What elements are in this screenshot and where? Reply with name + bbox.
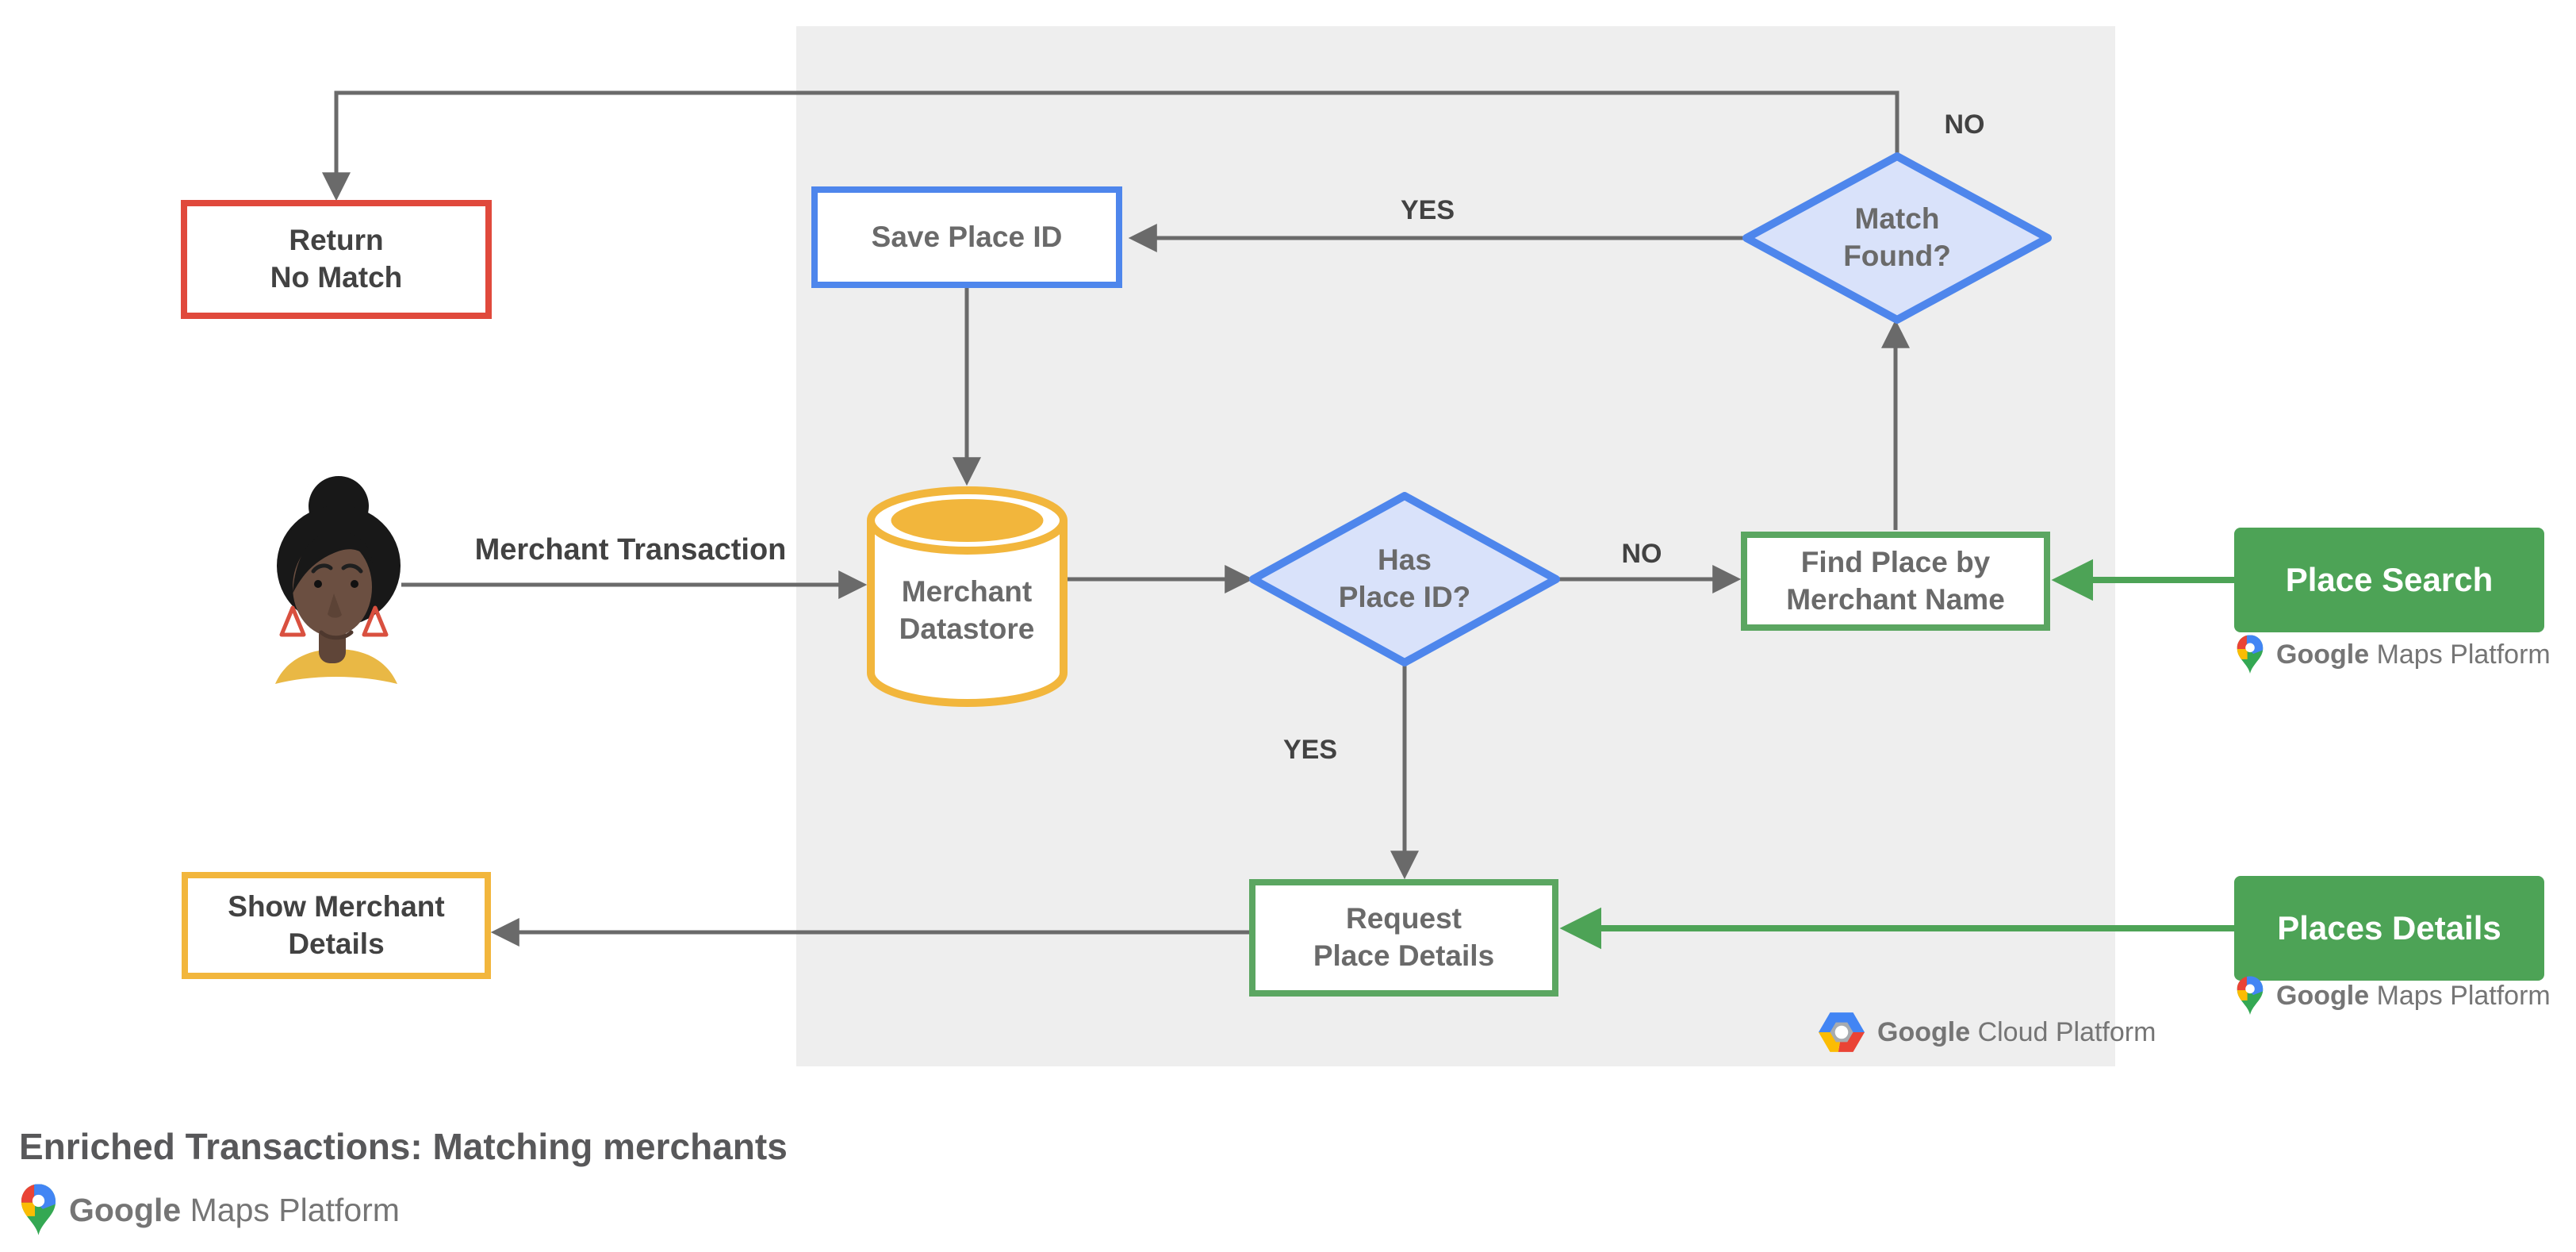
maps-pin-icon	[2237, 976, 2264, 1016]
gcp-logo-text: Google Cloud Platform	[1877, 1017, 2156, 1048]
match-found-label: Match Found?	[1843, 202, 1951, 272]
gmp-brand: Google	[69, 1191, 182, 1228]
gmp-logo-lockup-place-search: Google Maps Platform	[2237, 635, 2551, 674]
user-avatar	[275, 476, 401, 684]
gmp-logo-lockup-places-details: Google Maps Platform	[2237, 976, 2551, 1016]
gmp-logo-text: Google Maps Platform	[2276, 981, 2551, 1012]
gmp-brand: Google	[2276, 639, 2370, 670]
maps-pin-icon	[21, 1184, 56, 1236]
maps-pin-icon	[2237, 635, 2264, 674]
gmp-logo-lockup-footer: Google Maps Platform	[21, 1184, 400, 1236]
node-request-place-details: Request Place Details	[1249, 879, 1558, 997]
gmp-product: Maps Platform	[190, 1191, 400, 1228]
node-find-place-by-merchant-name: Find Place by Merchant Name	[1741, 532, 2050, 631]
gmp-product: Maps Platform	[2376, 639, 2551, 670]
page-title: Enriched Transactions: Matching merchant…	[19, 1126, 788, 1167]
node-return-no-match: Return No Match	[181, 200, 492, 319]
gcp-logo-lockup: Google Cloud Platform	[1819, 1012, 2156, 1052]
edge-label-match-found-no: NO	[1944, 109, 1985, 140]
gmp-product: Maps Platform	[2376, 980, 2551, 1011]
node-show-merchant-details: Show Merchant Details	[182, 872, 491, 979]
merchant-datastore-label: Merchant Datastore	[899, 575, 1035, 645]
node-save-place-id: Save Place ID	[811, 186, 1122, 288]
gmp-logo-text: Google Maps Platform	[69, 1192, 400, 1229]
gcp-product: Cloud Platform	[1977, 1016, 2156, 1047]
edge-label-has-place-id-yes: YES	[1282, 734, 1338, 765]
edge-label-merchant-transaction: Merchant Transaction	[474, 532, 787, 566]
edge-label-match-found-yes: YES	[1400, 194, 1455, 225]
node-places-details-api: Places Details	[2234, 876, 2544, 981]
gmp-brand: Google	[2276, 980, 2370, 1011]
gcp-brand: Google	[1877, 1016, 1971, 1047]
has-place-id-label: Has Place ID?	[1338, 543, 1471, 613]
edge-label-has-place-id-no: NO	[1621, 538, 1662, 569]
gmp-logo-text: Google Maps Platform	[2276, 639, 2551, 670]
cloud-hexagon-icon	[1819, 1012, 1865, 1052]
node-place-search-api: Place Search	[2234, 528, 2544, 632]
